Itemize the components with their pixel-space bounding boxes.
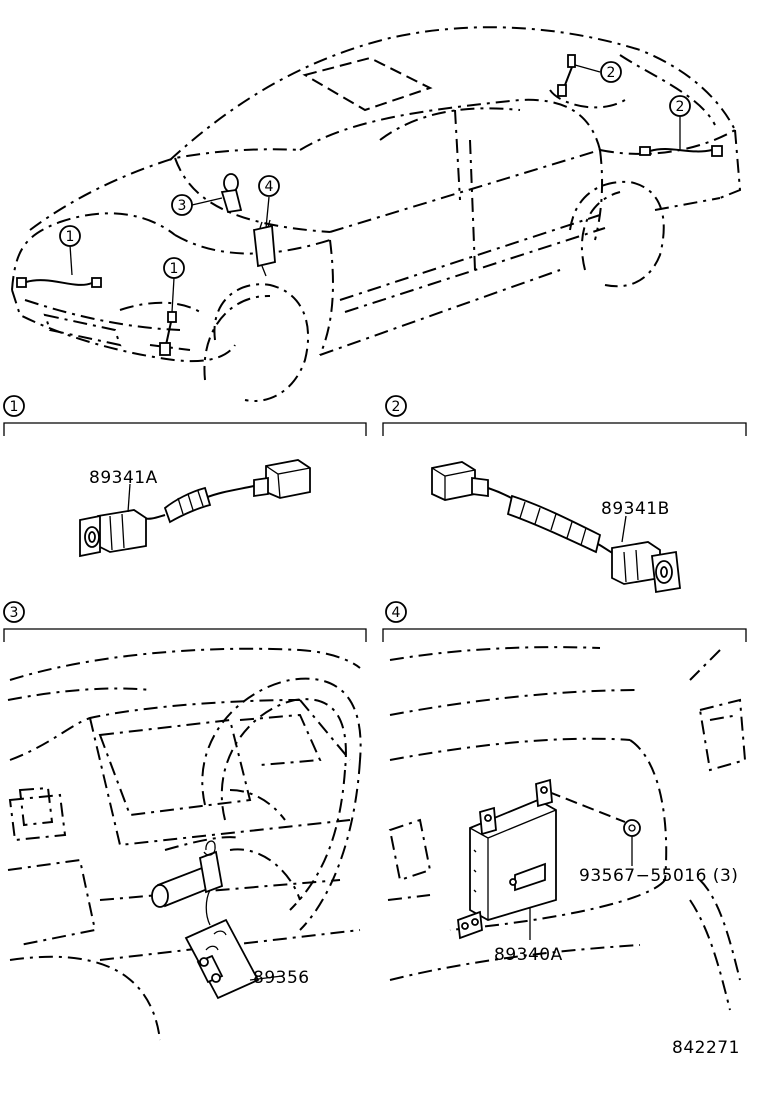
section-1-marker	[3, 395, 25, 417]
label-89341a: 89341A	[89, 468, 158, 488]
section-2-marker	[385, 395, 407, 417]
section-3: 3	[3, 601, 367, 1041]
nut-guide-line	[548, 791, 626, 823]
callout-4: 4	[258, 175, 280, 197]
sensor-rear-right	[639, 145, 723, 157]
callout-1-front-left: 1	[59, 225, 81, 247]
figure-code: 842271	[672, 1038, 740, 1058]
svg-text:1: 1	[66, 229, 75, 245]
label-89356: 89356	[253, 968, 310, 988]
section-4-marker	[385, 601, 407, 623]
section-3-marker	[3, 601, 25, 623]
sensor-89341a	[79, 459, 311, 558]
section-4-number: 4	[392, 605, 401, 621]
callout-3: 3	[171, 194, 193, 216]
callout-2-rear-right: 2	[669, 95, 691, 117]
computer-89340a	[457, 778, 557, 940]
sensor-rear-left	[557, 54, 576, 97]
section-2-number: 2	[392, 399, 401, 415]
sensor-front-left	[16, 277, 102, 288]
label-89341b: 89341B	[601, 499, 670, 519]
computer-in-car	[253, 219, 276, 277]
section-1-number: 1	[10, 399, 19, 415]
label-93567: 93567−55016 (3)	[579, 866, 738, 886]
label-89340a: 89340A	[494, 945, 563, 965]
svg-text:2: 2	[676, 99, 685, 115]
sensor-front-right	[159, 311, 177, 356]
svg-text:1: 1	[170, 261, 179, 277]
key-tag-in-car	[220, 173, 243, 214]
sensor-89341b	[431, 461, 681, 594]
section-2: 2 89341B	[382, 395, 747, 594]
callout-2-rear-left: 2	[600, 61, 622, 83]
svg-text:2: 2	[607, 65, 616, 81]
svg-text:4: 4	[265, 179, 274, 195]
callout-1-front-right: 1	[163, 257, 185, 279]
key-with-tag	[151, 840, 260, 1000]
car-overview: 1 1 3 4 2 2	[11, 26, 742, 402]
svg-text:3: 3	[178, 198, 187, 214]
nut-93567	[623, 819, 641, 837]
section-1: 1 89341A	[3, 395, 367, 558]
section-4: 4 93567−55016 (3)	[382, 601, 747, 1011]
section-3-number: 3	[10, 605, 19, 621]
